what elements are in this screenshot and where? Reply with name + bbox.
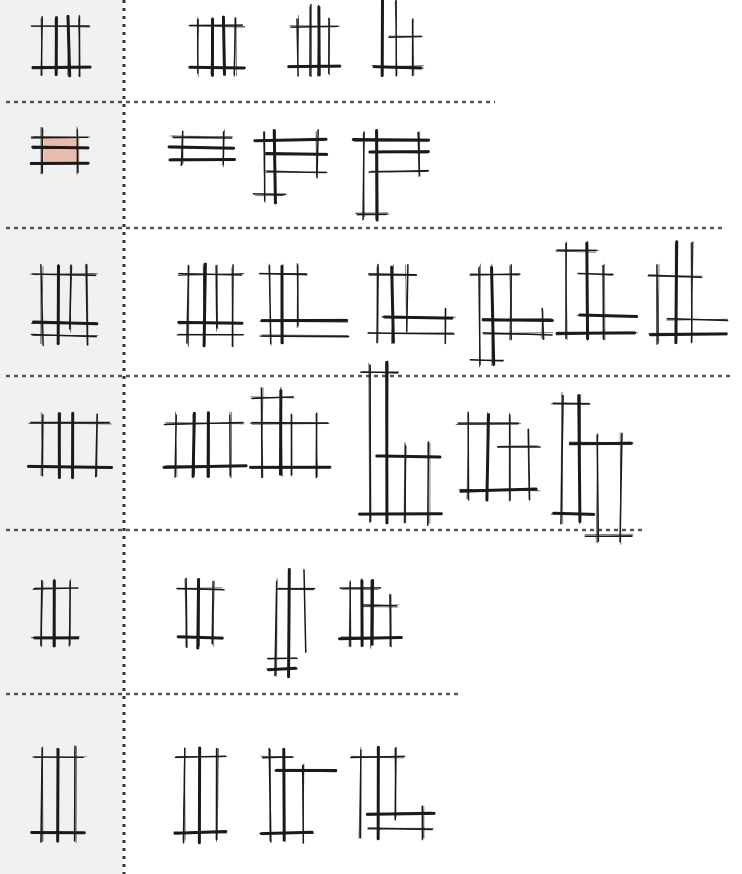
variant-glyph-foot-l-frame [351,746,434,839]
variant-glyph-ledge-frame [259,748,336,843]
variant-glyph-raised-column-frame [249,387,329,477]
variant-glyph-three-column-frame [188,17,246,77]
variant-glyph-step-column-frame [456,412,540,501]
variant-glyph-split-column-frame [289,4,340,76]
variant-glyph-boxed-column-frame [177,264,244,347]
variant-glyph-step-l-frame [470,264,553,367]
variant-glyph-offset-l-frame [368,265,456,344]
variant-glyph-right-l-frame [648,241,728,344]
sketch-glyphs [28,0,727,843]
variant-glyph-three-narrow-frame [340,578,402,648]
variant-glyph-tall-column-frame [371,0,423,76]
variant-glyph-offset-tall-frame [267,569,315,677]
variant-glyph-narrow-two-column-frame [177,578,224,648]
variant-glyph-tall-two-column-frame [174,748,227,843]
variant-glyph-flat-bar [169,130,234,167]
variant-glyph-tall-l-frame [556,241,638,340]
variant-glyph-tall-step-frame [360,361,442,526]
variant-glyph-four-column-frame [164,412,246,478]
variant-glyph-l-base-frame [259,263,349,345]
sidebar-panel [0,0,123,874]
variant-glyph-tall-drop-frame [550,392,633,544]
variant-glyph-tall-flag-frame [353,130,428,219]
variant-glyph-flag-frame [253,130,327,204]
